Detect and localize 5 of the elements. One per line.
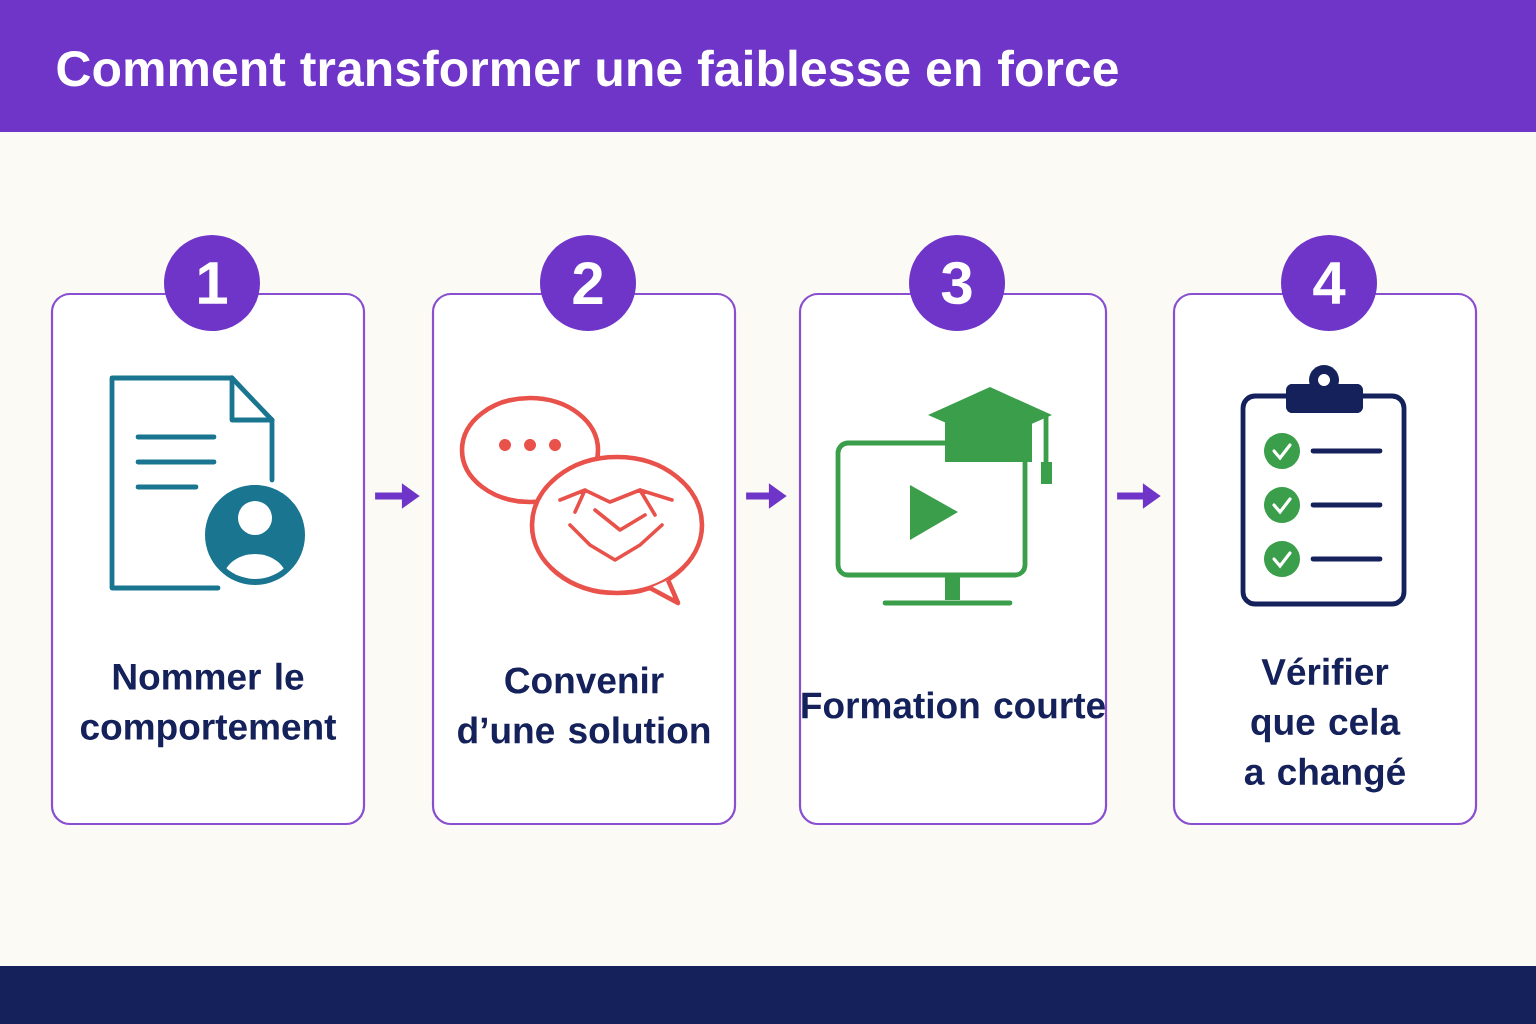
step-number-badge: 2 <box>540 235 636 331</box>
step-number-badge: 4 <box>1281 235 1377 331</box>
title: Comment transformer une faiblesse en force <box>57 49 1118 87</box>
step-number-badge: 1 <box>164 235 260 331</box>
step-number-badge: 3 <box>909 235 1005 331</box>
